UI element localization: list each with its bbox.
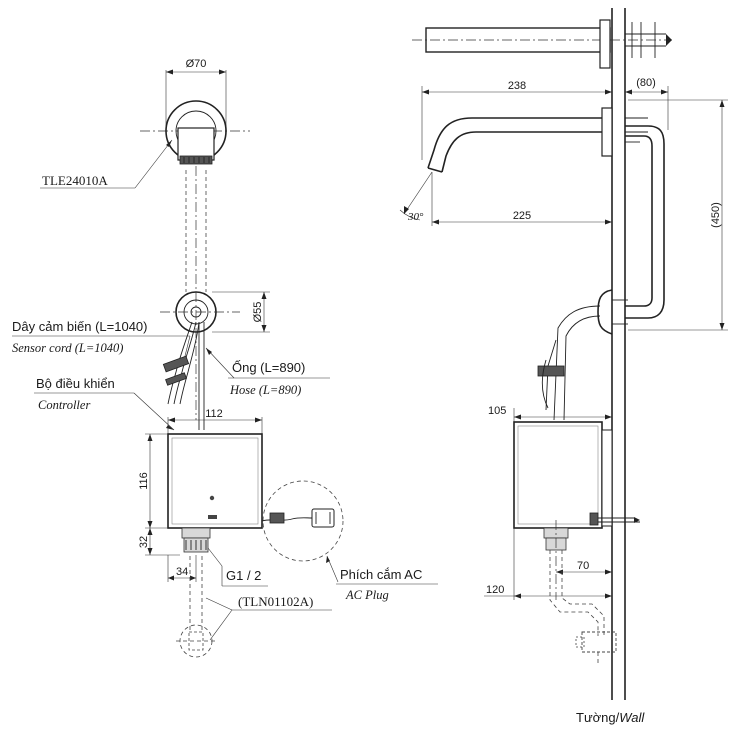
- hose-en: Hose (L=890): [229, 383, 301, 397]
- side-cord-clip: [537, 365, 565, 377]
- reach-label: 225: [513, 210, 531, 222]
- supply-pipe-loop: [625, 125, 665, 319]
- controller-height-label: 116: [138, 472, 150, 490]
- cord-clip: [162, 355, 190, 373]
- spout-neck: [177, 127, 215, 161]
- bottom-height-label: 32: [138, 536, 150, 548]
- plug-en: AC Plug: [345, 588, 389, 602]
- valve-distance-label: 70: [577, 560, 589, 572]
- controller-width-label: 112: [205, 408, 223, 420]
- model-label: TLE24010A: [42, 173, 108, 188]
- wall-label: Tường/Wall: [576, 710, 645, 725]
- wall-label-en: Wall: [619, 710, 645, 725]
- wall-label-vi: Tường/: [576, 710, 620, 725]
- controller-side-box: [513, 421, 603, 529]
- spout-length-label: 238: [508, 80, 526, 92]
- ac-plug-detail: [262, 480, 344, 562]
- aerator: [179, 155, 213, 165]
- spout-flange: [601, 107, 613, 157]
- spout-profile-top: [427, 117, 604, 169]
- plug-connector: [269, 512, 285, 524]
- outlet-fitting: [181, 527, 211, 539]
- height-label: (450): [710, 202, 722, 228]
- controller-box: [167, 433, 263, 529]
- side-stop-valve: [581, 631, 617, 653]
- ac-plug: [311, 508, 335, 528]
- thread-label: G1 / 2: [226, 568, 261, 583]
- controller-en: Controller: [38, 398, 90, 412]
- top-diameter-label: Ø70: [186, 58, 207, 70]
- bottom-offset-label: 34: [176, 566, 188, 578]
- wall-offset-label: (80): [636, 77, 656, 89]
- lower-flange: [597, 289, 613, 335]
- controller-depth-label: 105: [488, 405, 506, 417]
- side-view: 238 (80) (450) 30° 225: [399, 8, 728, 725]
- plug-vi: Phích cắm AC: [340, 567, 422, 582]
- flange-diameter-label: Ø55: [252, 302, 264, 323]
- base-depth-label: 120: [486, 584, 504, 596]
- angle-label: 30°: [407, 211, 424, 223]
- valve-label: (TLN01102A): [238, 594, 313, 609]
- sensor-cord-en: Sensor cord (L=1040): [12, 341, 123, 355]
- sensor-cord-vi: Dây cảm biến (L=1040): [12, 319, 148, 334]
- hose-vi: Ống (L=890): [232, 360, 305, 375]
- controller-vi: Bộ điều khiển: [36, 376, 115, 391]
- front-view: Ø70 TLE24010A Ø55 Dây c: [12, 58, 438, 658]
